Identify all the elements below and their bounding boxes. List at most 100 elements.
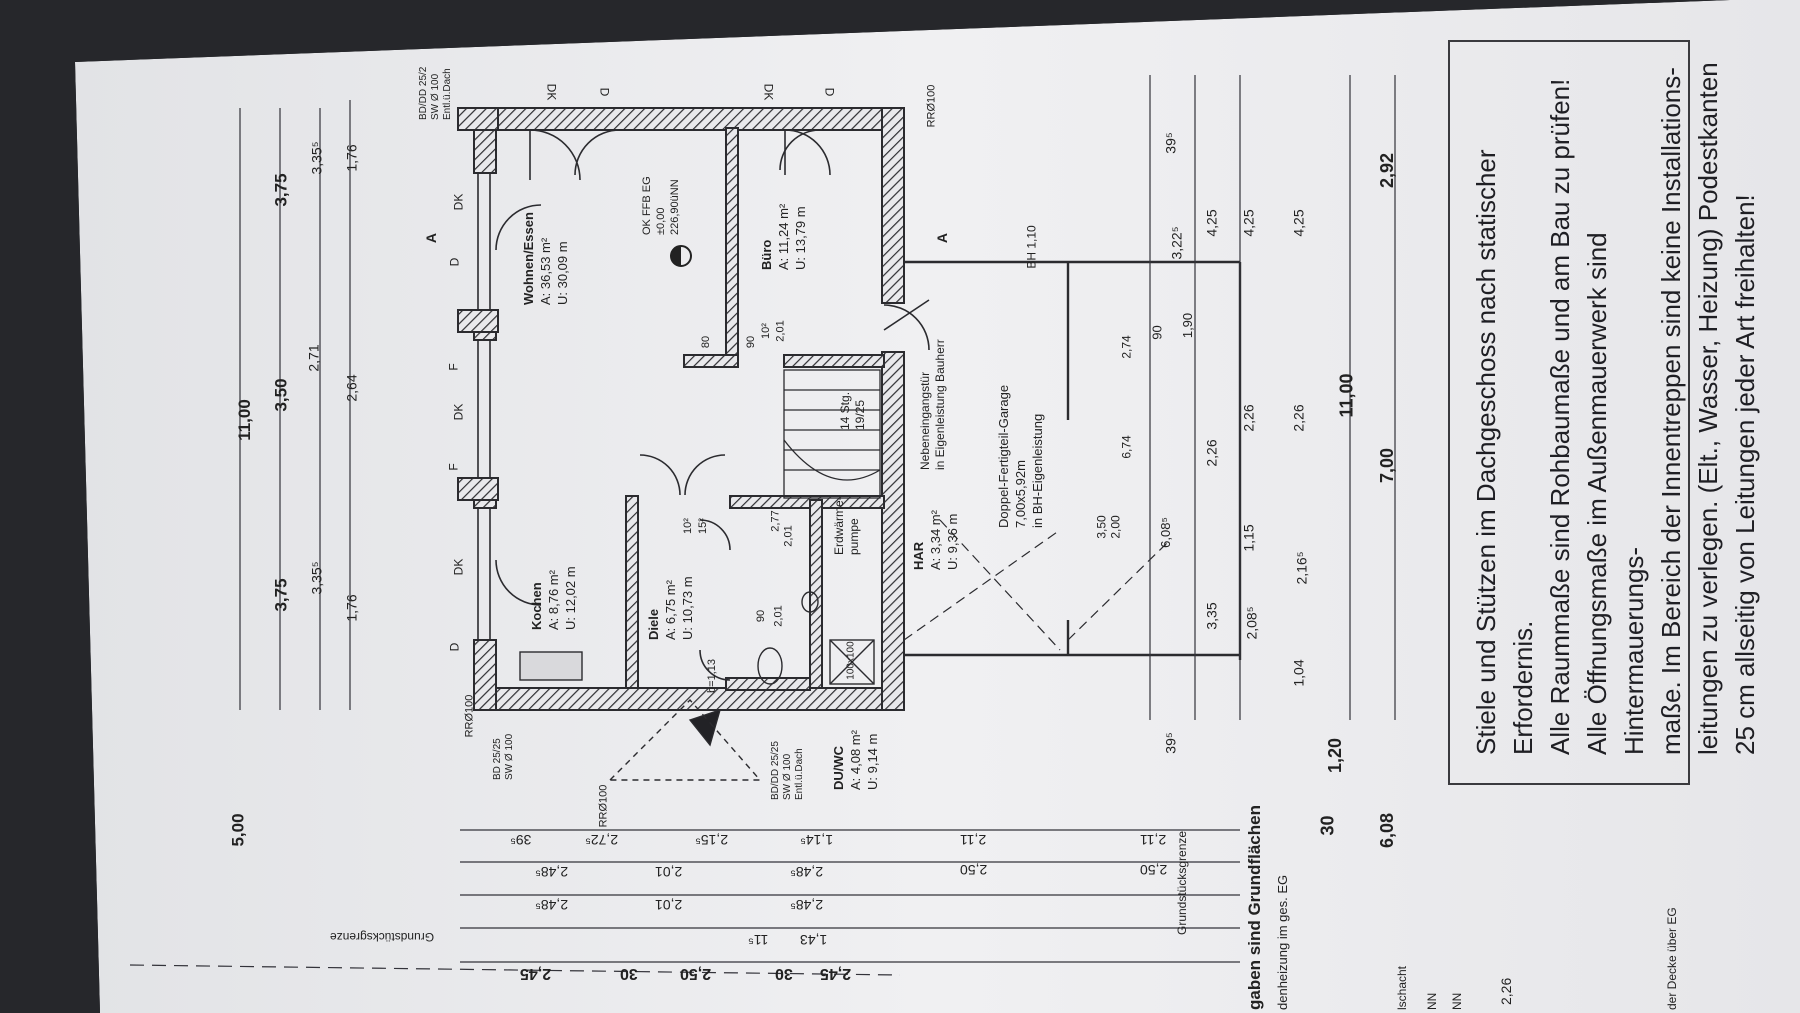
bdim-row2-a: 3,35 (1203, 602, 1220, 630)
label-r3: 2,77 (769, 510, 782, 532)
dim-sub-2: 3,50 (271, 378, 291, 412)
nebeneingang-label: Nebeneingangstür in Eigenleistung Bauher… (918, 339, 948, 470)
label-r4: 2,01 (782, 525, 795, 547)
section-marker-a-2: A (423, 232, 440, 244)
room-diele-area: A: 6,75 m² (663, 580, 678, 640)
room-buero-perimeter: U: 13,79 m (793, 206, 808, 270)
okffb-line2: ±0,00 (655, 207, 667, 235)
ldim-a-3: 2,50 (680, 965, 712, 982)
dim-sub-3: 3,75 (271, 578, 291, 612)
bdim-total: 11,00 (1336, 373, 1357, 418)
garage-dim-2: 6,74 (1119, 435, 1134, 459)
label-d-2: D (447, 257, 462, 267)
grenze-top-label: Grundstücksgrenze (330, 930, 435, 944)
bd-top-line1: BD/DD 25/2 (418, 66, 429, 120)
room-erdwaerme: Erdwärme- pumpe (832, 496, 862, 555)
dimension-lines (129, 75, 1396, 976)
note-line-5: leitungen zu verlegen. (Elt., Wasser, He… (1693, 62, 1723, 755)
dim-row1-b: 2,71 (305, 344, 322, 372)
bd-left-line2: SW Ø 100 (504, 733, 515, 780)
label-d-3: D (597, 87, 612, 97)
ldim-a-4: 30 (775, 965, 793, 982)
note-line-4: maße. Im Bereich der Innentreppen sind k… (1656, 67, 1686, 755)
label-f-1: F (446, 463, 461, 471)
garage-dim-5: 6,08⁵ (1157, 517, 1173, 548)
ldim-f-2: 2,50 (960, 862, 988, 878)
bdim-sub-3: 2,92 (1377, 152, 1398, 189)
room-duwc-name: DU/WC (831, 745, 846, 790)
bdim-row3-b: 1,15 (1240, 524, 1257, 552)
bdim-row2-c: 4,25 (1203, 209, 1220, 237)
ldim-c-2: 2,01 (655, 897, 683, 913)
bdim-sub-2: 7,00 (1377, 447, 1398, 484)
garage-dim-7: 1,90 (1180, 312, 1196, 339)
notes-box (1448, 40, 1690, 785)
ldim-c-1: 2,48⁵ (535, 897, 569, 913)
room-kochen-area: A: 8,76 m² (546, 570, 561, 630)
bd-mid-line2: SW Ø 100 (782, 753, 793, 800)
notes-text: Stiele und Stützen im Dachgeschoss nach … (1468, 35, 1764, 755)
label-r7: 10² (759, 323, 772, 339)
room-garage: Doppel-Fertigteil-Garage 7,00x5,92m in B… (995, 385, 1046, 528)
bdim-row3-d: 4,25 (1240, 209, 1257, 237)
label-f-2: F (446, 363, 461, 371)
room-kochen-name: Kochen (529, 582, 544, 630)
okffb-line3: 226,90üNN (669, 179, 681, 235)
room-har: HAR A: 3,34 m² U: 9,36 m (910, 510, 961, 570)
label-dk-4: DK (544, 83, 559, 101)
fixtures (519, 591, 875, 781)
bdim-row1-b: 3,22⁵ (1168, 226, 1185, 260)
room-diele: Diele A: 6,75 m² U: 10,73 m (645, 576, 696, 640)
room-buero-name: Büro (759, 239, 774, 270)
stair-steps: 14 Stg. (838, 391, 852, 430)
bdim-row2-b: 2,26 (1203, 439, 1220, 467)
label-r10: 90 (745, 335, 758, 349)
ldim-c-3: 2,48⁵ (790, 897, 824, 913)
room-diele-name: Diele (646, 608, 661, 640)
elevation-marker-icon (670, 245, 692, 267)
bd-mid-label: BD/DD 25/25 SW Ø 100 Entl.ü.Dach (770, 741, 806, 800)
grenze-bottom-label: Grundstücksgrenze (1175, 830, 1189, 935)
label-dk-3: DK (451, 193, 466, 211)
garage-dim-6: 90 (1149, 325, 1165, 340)
nebeneingang-line1: Nebeneingangstür (918, 371, 932, 470)
bdim-row4-d: 4,25 (1290, 209, 1307, 237)
room-wohnen-area: A: 36,53 m² (538, 237, 553, 305)
label-r5: 90 (755, 609, 768, 623)
garage-dim-3: 3,50 (1094, 515, 1109, 539)
label-rr-left: RRØ100 (463, 694, 476, 738)
dim-row2-c: 1,76 (343, 594, 360, 622)
room-duwc: DU/WC A: 4,08 m² U: 9,14 m (830, 730, 881, 790)
bd-top-label: BD/DD 25/2 SW Ø 100 Entl.ü.Dach (418, 67, 454, 120)
garage-door-swing (903, 519, 1171, 651)
ldim-e-1: 39⁵ (510, 832, 532, 848)
bd-left-line1: BD 25/25 (492, 738, 503, 780)
walls (457, 107, 905, 711)
label-duschbox: 100x100 (845, 641, 857, 680)
room-buero: Büro A: 11,24 m² U: 13,79 m (758, 204, 809, 270)
decke-label: der Decke über EG (1665, 907, 1679, 1010)
stair-label: 14 Stg. 19/25 (838, 392, 868, 430)
label-r6: 2,01 (772, 605, 785, 627)
room-har-perimeter: U: 9,36 m (945, 513, 960, 570)
label-r8: 2,01 (774, 320, 787, 342)
section-marker-a: A (934, 232, 951, 244)
garage-name: Doppel-Fertigteil-Garage (996, 384, 1011, 528)
room-erdwaerme-name2: pumpe (847, 518, 861, 555)
room-wohnen-perimeter: U: 30,09 m (555, 241, 570, 305)
room-wohnen-name: Wohnen/Essen (521, 212, 536, 305)
ldim-d-3: 2,48⁵ (790, 864, 824, 880)
label-r2: 15² (696, 518, 709, 534)
note-line-3: Alle Öffnungsmaße im Außenmauerwerk sind… (1582, 232, 1649, 755)
label-r1: 10² (681, 518, 694, 534)
paper-background (75, 0, 1800, 1013)
ldim-f-1: 2,11 (960, 832, 987, 848)
note-line-2: Alle Raummaße sind Rohbaumaße und am Bau… (1545, 78, 1575, 755)
ldim-f-3: 2,11 (1140, 832, 1167, 848)
dim-total-top: 11,00 (234, 399, 254, 441)
label-dk-2: DK (451, 403, 466, 421)
bd-mid-line1: BD/DD 25/25 (770, 741, 781, 800)
bdim-row1-a: 39⁵ (1162, 132, 1179, 154)
ldim-b-2: 1,43 (800, 932, 828, 948)
